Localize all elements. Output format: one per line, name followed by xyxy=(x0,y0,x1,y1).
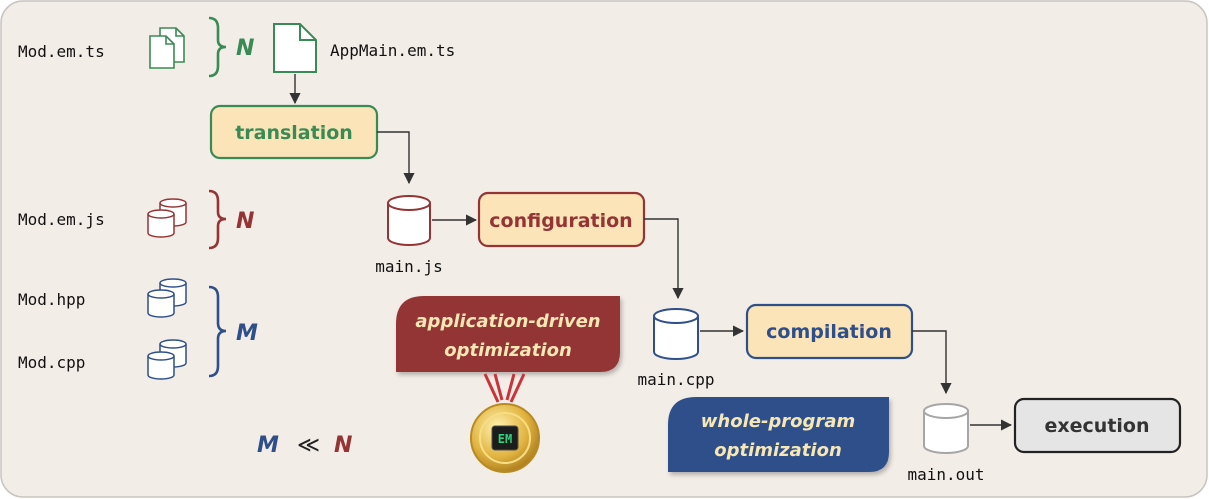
whole-banner-line1: whole-program xyxy=(701,411,855,432)
execution-stage xyxy=(1013,397,1182,454)
database-icon-blue-cpp xyxy=(147,339,187,380)
mod-em-ts-label: Mod.em.ts xyxy=(18,42,105,61)
relation-right: N xyxy=(334,433,352,458)
main-js-label: main.js xyxy=(375,257,442,276)
bracket-js xyxy=(208,189,227,250)
main-cpp-label: main.cpp xyxy=(637,370,714,389)
bracket-cpp xyxy=(208,285,227,378)
app-banner-line1: application-driven xyxy=(415,311,600,332)
arrow-translation-to-mainjs xyxy=(377,131,415,185)
file-icon-app-main xyxy=(273,23,317,73)
compilation-label: compilation xyxy=(766,321,892,343)
configuration-label: configuration xyxy=(489,210,632,232)
whole-program-banner xyxy=(668,397,889,472)
application-driven-banner xyxy=(396,296,620,372)
main-out-label: main.out xyxy=(907,465,984,484)
execution-label: execution xyxy=(1045,415,1150,437)
database-icon-main-out xyxy=(923,403,969,454)
arrow-configuration-to-maincpp xyxy=(644,218,684,300)
bracket-ts xyxy=(208,16,227,78)
js-count-letter: N xyxy=(236,209,254,234)
translation-label: translation xyxy=(235,122,353,144)
database-icon-red-pair xyxy=(147,198,187,238)
cpp-count-letter: M xyxy=(236,321,258,346)
medal-icon: EM xyxy=(470,373,540,473)
arrow-compilation-to-mainout xyxy=(912,330,952,395)
app-banner-line2: optimization xyxy=(444,340,572,361)
ts-count-letter: N xyxy=(236,36,254,61)
whole-banner-line2: optimization xyxy=(714,440,842,461)
mod-hpp-label: Mod.hpp xyxy=(18,290,85,309)
multi-file-icon-green xyxy=(149,27,185,69)
database-icon-blue-hpp xyxy=(147,278,187,318)
database-icon-main-js xyxy=(387,195,431,246)
mod-cpp-label: Mod.cpp xyxy=(18,353,85,372)
database-icon-main-cpp xyxy=(653,308,699,360)
relation-operator: ≪ xyxy=(297,433,320,458)
mod-em-js-label: Mod.em.js xyxy=(18,210,105,229)
relation-left: M xyxy=(257,433,279,458)
app-main-label: AppMain.em.ts xyxy=(330,41,455,60)
medal-text: EM xyxy=(498,432,512,446)
